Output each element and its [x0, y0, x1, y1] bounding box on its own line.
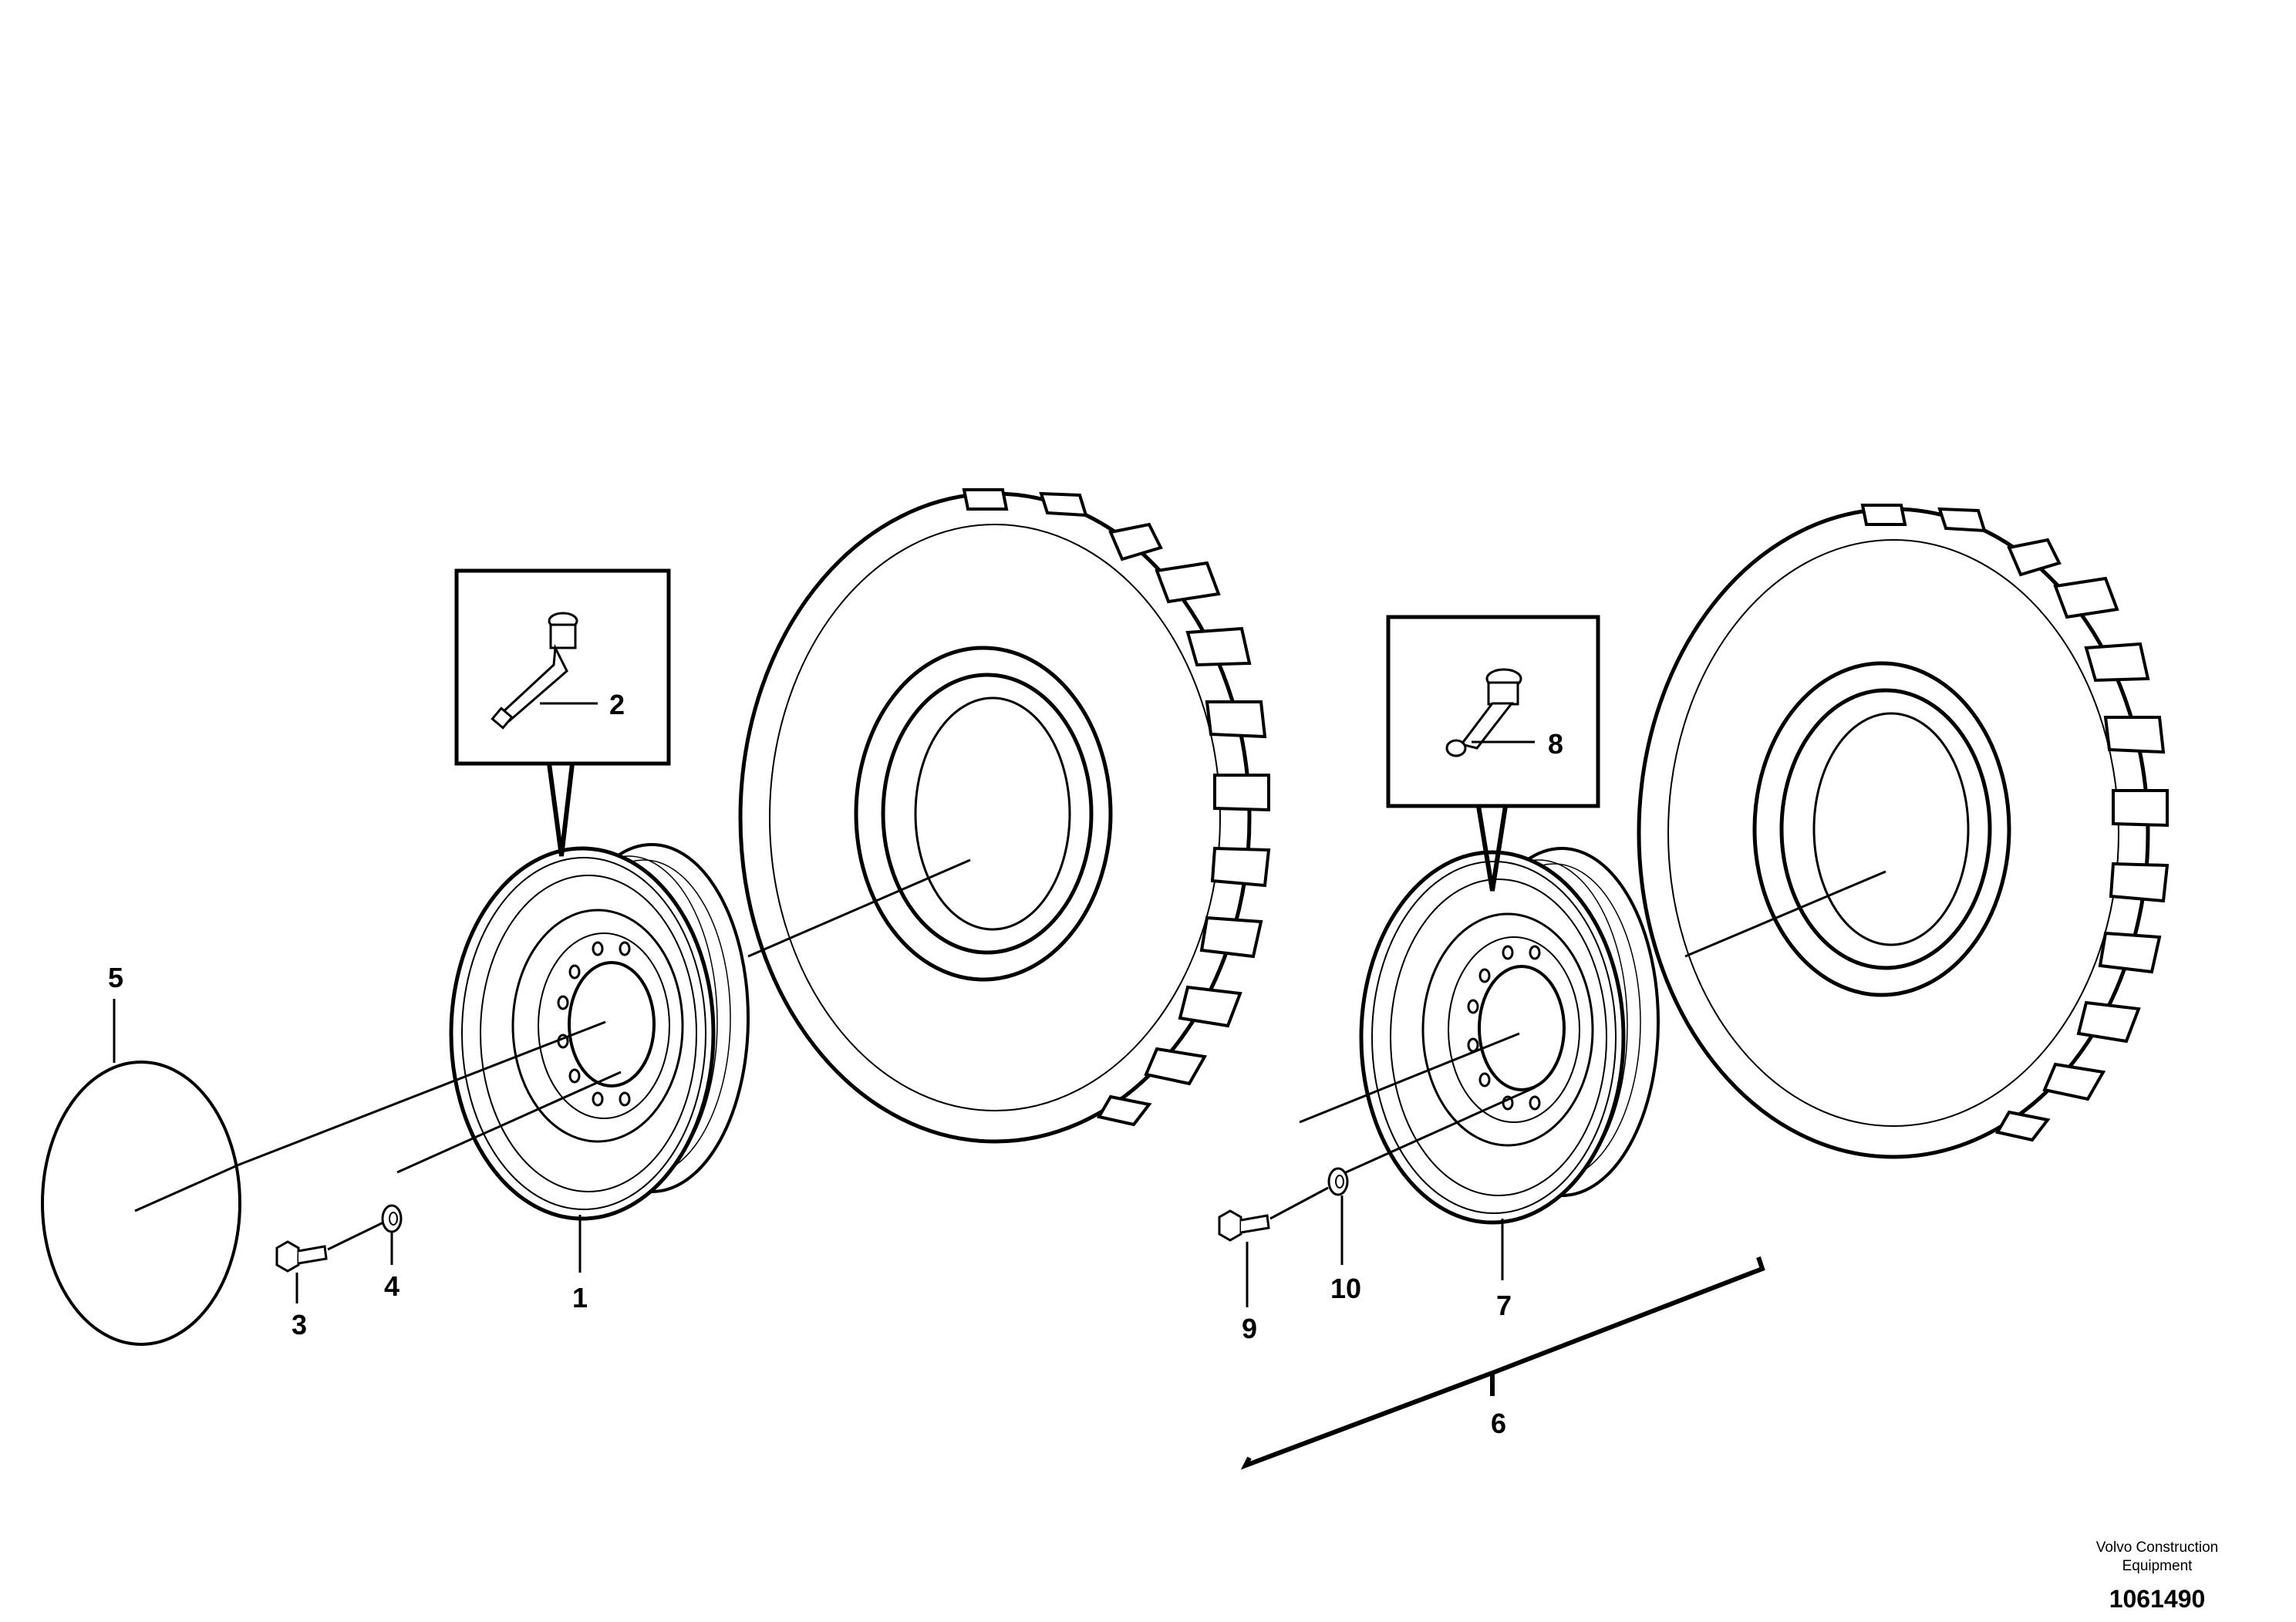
bolt-right [1218, 1209, 1270, 1242]
callout-4: 4 [384, 1270, 400, 1302]
o-ring-part [41, 1061, 241, 1346]
drawing-number: 1061490 [2109, 1585, 2206, 1613]
valve-icon [491, 612, 578, 730]
footer-brand-block: Volvo Construction Equipment 1061490 [2057, 1539, 2257, 1622]
valve-icon [1445, 668, 1522, 757]
callout-2: 2 [609, 689, 625, 720]
callout-5: 5 [108, 962, 123, 993]
callout-6: 6 [1491, 1408, 1506, 1439]
brand-line-2: Equipment [2122, 1558, 2193, 1574]
washer-left [381, 1204, 403, 1233]
rim-left [451, 845, 748, 1219]
callout-9: 9 [1242, 1313, 1257, 1344]
detail-box-valve-alt [1386, 615, 1600, 808]
callout-7: 7 [1496, 1290, 1512, 1321]
callout-1: 1 [572, 1282, 588, 1313]
rim-right [1361, 848, 1658, 1222]
washer-right [1327, 1167, 1349, 1196]
tyre-right [1639, 505, 2167, 1157]
brand-line-1: Volvo Construction [2095, 1539, 2219, 1556]
bolt-left [275, 1240, 328, 1273]
callout-3: 3 [292, 1309, 307, 1340]
callout-10: 10 [1330, 1273, 1361, 1304]
tyre-left [740, 490, 1269, 1141]
callout-8: 8 [1548, 728, 1563, 760]
